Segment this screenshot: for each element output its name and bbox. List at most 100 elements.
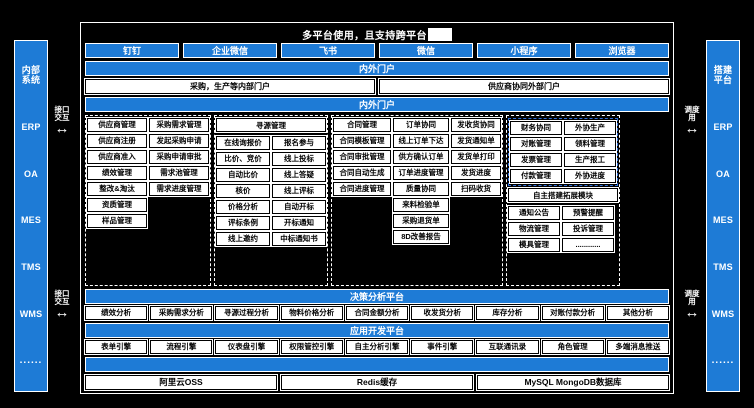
module-contract-approval-management[interactable]: 合同审批管理 (332, 149, 392, 165)
module-supplier-registration[interactable]: 供应商注册 (86, 133, 148, 149)
module-contract-template-management[interactable]: 合同模板管理 (332, 133, 392, 149)
module-online-bidding[interactable]: 线上投标 (271, 151, 327, 167)
module-winning-bid-notice[interactable]: 中标通知书 (271, 231, 327, 247)
module-shipping-progress[interactable]: 发货进度 (450, 165, 502, 181)
module-notice-announcement[interactable]: 通知公告 (507, 205, 561, 221)
client-dingtalk[interactable]: 钉钉 (85, 43, 179, 58)
analysis-sourcing-process[interactable]: 寻源过程分析 (214, 305, 279, 321)
module-online-invitation[interactable]: 线上邀约 (215, 231, 271, 247)
module-outsourced-production[interactable]: 外协生产 (563, 120, 617, 136)
infra-mysql-mongodb[interactable]: MySQL MongoDB数据库 (476, 374, 670, 391)
module-price-verification[interactable]: 核价 (215, 183, 271, 199)
module-requirement-pool-management[interactable]: 需求池管理 (148, 165, 210, 181)
module-complaint-management[interactable]: 投诉管理 (561, 221, 615, 237)
module-logistics-management[interactable]: 物流管理 (507, 221, 561, 237)
module-supplier-management[interactable]: 供应商管理 (86, 117, 148, 133)
client-feishu[interactable]: 飞书 (281, 43, 375, 58)
module-interconnected-contacts[interactable]: 互联通讯录 (475, 339, 540, 355)
module-sample-management[interactable]: 样品管理 (86, 213, 148, 229)
module-extension-more[interactable]: ............ (561, 237, 615, 253)
module-bid-opening-notice[interactable]: 开标通知 (271, 215, 327, 231)
client-wechat[interactable]: 微信 (379, 43, 473, 58)
module-shipping-notice[interactable]: 发货通知单 (450, 133, 502, 149)
module-incoming-inspection-form[interactable]: 来料检验单 (392, 197, 450, 213)
analysis-performance[interactable]: 绩效分析 (83, 305, 149, 321)
module-order-collaboration[interactable]: 订单协同 (392, 117, 450, 133)
module-price-comparison-bidding[interactable]: 比价、竞价 (215, 151, 271, 167)
sidebar-item-tms-right: TMS (713, 262, 733, 273)
analysis-inventory[interactable]: 库存分析 (475, 305, 540, 321)
analysis-material-price[interactable]: 物料价格分析 (279, 305, 344, 321)
module-mold-management[interactable]: 模具管理 (507, 237, 561, 253)
module-requirement-progress-management[interactable]: 需求进度管理 (148, 181, 210, 197)
column-shipping-collaboration: 发收货协同 发货通知单 发货单打印 发货进度 扫码收货 (450, 117, 502, 283)
analysis-shipping-receiving[interactable]: 收发货分析 (410, 305, 475, 321)
module-material-picking-management[interactable]: 领料管理 (563, 136, 617, 152)
sidebar-item-erp: ERP (21, 122, 41, 133)
decision-analysis-section: 决策分析平台 绩效分析 采购需求分析 寻源过程分析 物料价格分析 合同金额分析 … (83, 289, 670, 321)
module-scan-code-receiving[interactable]: 扫码收货 (450, 181, 502, 197)
module-bid-evaluation-rules[interactable]: 评标条例 (215, 215, 271, 231)
module-early-warning-reminder[interactable]: 预警提醒 (561, 205, 615, 221)
module-initiate-purchase-request[interactable]: 发起采购申请 (148, 133, 210, 149)
engine-process[interactable]: 流程引擎 (149, 339, 214, 355)
module-supplier-admission[interactable]: 供应商准入 (86, 149, 148, 165)
module-reconciliation-management[interactable]: 对账管理 (509, 136, 563, 152)
module-online-order-issue[interactable]: 线上订单下达 (392, 133, 450, 149)
infra-redis-cache[interactable]: Redis缓存 (280, 374, 474, 391)
portal-external[interactable]: 供应商协同外部门户 (378, 78, 670, 95)
client-wecom[interactable]: 企业微信 (183, 43, 277, 58)
module-order-progress-management[interactable]: 订单进度管理 (392, 165, 450, 181)
module-price-analysis[interactable]: 价格分析 (215, 199, 271, 215)
module-online-inquiry-quote[interactable]: 在线询报价 (215, 135, 271, 151)
sidebar-item-more-right: ...... (711, 355, 735, 367)
module-sourcing-management-header[interactable]: 寻源管理 (215, 117, 327, 133)
engine-permission-control[interactable]: 权限管控引擎 (279, 339, 344, 355)
module-supplier-order-confirm[interactable]: 供方确认订单 (392, 149, 450, 165)
client-browser[interactable]: 浏览器 (575, 43, 669, 58)
connector-right-top-label: 调度 用 (684, 105, 700, 123)
module-payment-management[interactable]: 付款管理 (509, 168, 563, 184)
module-registration-participation[interactable]: 报名参与 (271, 135, 327, 151)
module-multi-terminal-push[interactable]: 多端消息推送 (605, 339, 670, 355)
engine-event[interactable]: 事件引擎 (410, 339, 475, 355)
module-contract-progress-management[interactable]: 合同进度管理 (332, 181, 392, 197)
module-quality-collaboration[interactable]: 质量协同 (392, 181, 450, 197)
group-sourcing-management: 寻源管理 在线询报价 比价、竞价 自动比价 核价 价格分析 评标条例 线上邀约 (214, 115, 328, 286)
analysis-purchase-requirement[interactable]: 采购需求分析 (149, 305, 214, 321)
engine-self-analysis[interactable]: 自主分析引擎 (344, 339, 410, 355)
module-online-qa[interactable]: 线上答疑 (271, 167, 327, 183)
module-self-build-extension-header[interactable]: 自主搭建拓展模块 (507, 187, 619, 203)
column-outsourced-production: 外协生产 领料管理 生产报工 外协进度 (563, 120, 617, 184)
module-purchase-request-approval[interactable]: 采购申请审批 (148, 149, 210, 165)
infra-aliyun-oss[interactable]: 阿里云OSS (84, 374, 278, 391)
portal-internal[interactable]: 采购，生产等内部门户 (84, 78, 376, 95)
portal-bar-top: 内外门户 (85, 61, 669, 76)
analysis-reconciliation-payment[interactable]: 对账付款分析 (540, 305, 605, 321)
engine-form[interactable]: 表单引擎 (83, 339, 149, 355)
module-outsourcing-progress[interactable]: 外协进度 (563, 168, 617, 184)
engine-dashboard[interactable]: 仪表盘引擎 (214, 339, 279, 355)
client-miniprogram[interactable]: 小程序 (477, 43, 571, 58)
connector-right-bottom-label: 调度 用 (684, 289, 700, 307)
module-performance-management[interactable]: 绩效管理 (86, 165, 148, 181)
module-8d-improvement-report[interactable]: 8D改善报告 (392, 229, 450, 245)
analysis-contract-amount[interactable]: 合同金额分析 (344, 305, 410, 321)
module-purchase-requirement-management[interactable]: 采购需求管理 (148, 117, 210, 133)
module-auto-bid-opening[interactable]: 自动开标 (271, 199, 327, 215)
module-production-reporting[interactable]: 生产报工 (563, 152, 617, 168)
module-qualification-management[interactable]: 资质管理 (86, 197, 148, 213)
module-contract-auto-generation[interactable]: 合同自动生成 (332, 165, 392, 181)
module-invoice-management[interactable]: 发票管理 (509, 152, 563, 168)
module-finance-collaboration[interactable]: 财务协同 (509, 120, 563, 136)
module-contract-management[interactable]: 合同管理 (332, 117, 392, 133)
module-shipping-note-print[interactable]: 发货单打印 (450, 149, 502, 165)
module-purchase-return-form[interactable]: 采购退货单 (392, 213, 450, 229)
module-auto-price-comparison[interactable]: 自动比价 (215, 167, 271, 183)
sidebar-item-oa-right: OA (716, 168, 730, 179)
module-rectification-elimination[interactable]: 整改&淘汰 (86, 181, 148, 197)
module-role-management[interactable]: 角色管理 (540, 339, 605, 355)
module-online-bid-evaluation[interactable]: 线上评标 (271, 183, 327, 199)
module-shipping-receiving-collaboration[interactable]: 发收货协同 (450, 117, 502, 133)
analysis-other[interactable]: 其他分析 (605, 305, 670, 321)
